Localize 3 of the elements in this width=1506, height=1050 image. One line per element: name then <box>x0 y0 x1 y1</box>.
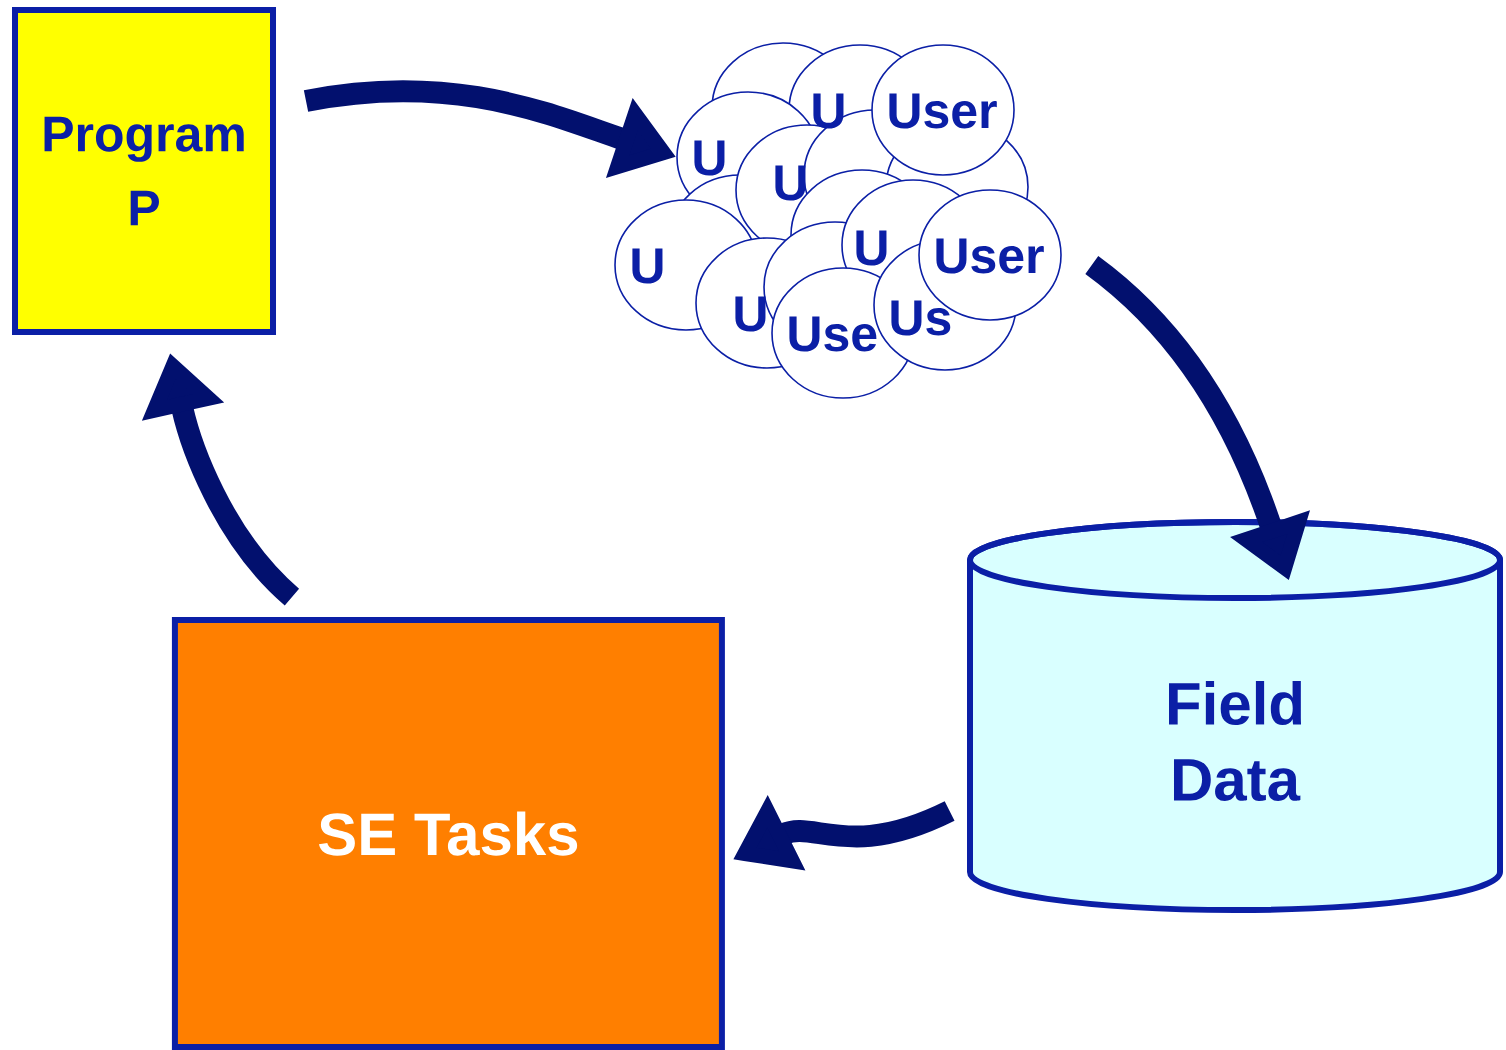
database-cylinder: Field Data <box>967 519 1503 913</box>
task-box: SE Tasks <box>171 617 725 1050</box>
program-box: Program P <box>12 7 276 335</box>
